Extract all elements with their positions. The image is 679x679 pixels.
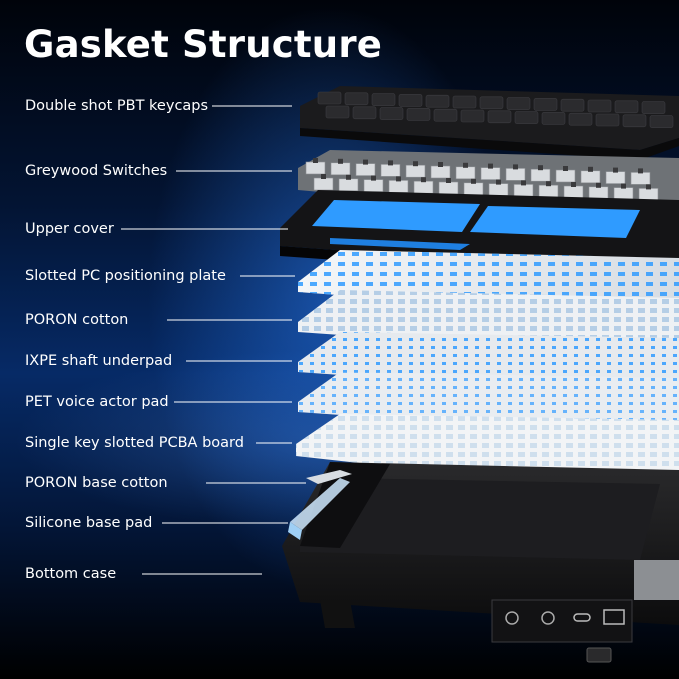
page-title: Gasket Structure (24, 20, 382, 70)
wireless-receiver-icon (587, 648, 611, 662)
label-poron-cotton: PORON cotton (25, 310, 128, 330)
label-poron-base: PORON base cotton (25, 473, 168, 493)
label-upper-cover: Upper cover (25, 219, 114, 239)
keycap-layer-icon (300, 86, 679, 160)
label-bottom-case: Bottom case (25, 564, 116, 584)
label-switches: Greywood Switches (25, 161, 167, 181)
label-positioning-plate: Slotted PC positioning plate (25, 266, 226, 286)
label-pet-pad: PET voice actor pad (25, 392, 169, 412)
label-keycaps: Double shot PBT keycaps (25, 96, 208, 116)
label-ixpe-underpad: IXPE shaft underpad (25, 351, 172, 371)
label-silicone-pad: Silicone base pad (25, 513, 152, 533)
label-pcba-board: Single key slotted PCBA board (25, 433, 244, 453)
